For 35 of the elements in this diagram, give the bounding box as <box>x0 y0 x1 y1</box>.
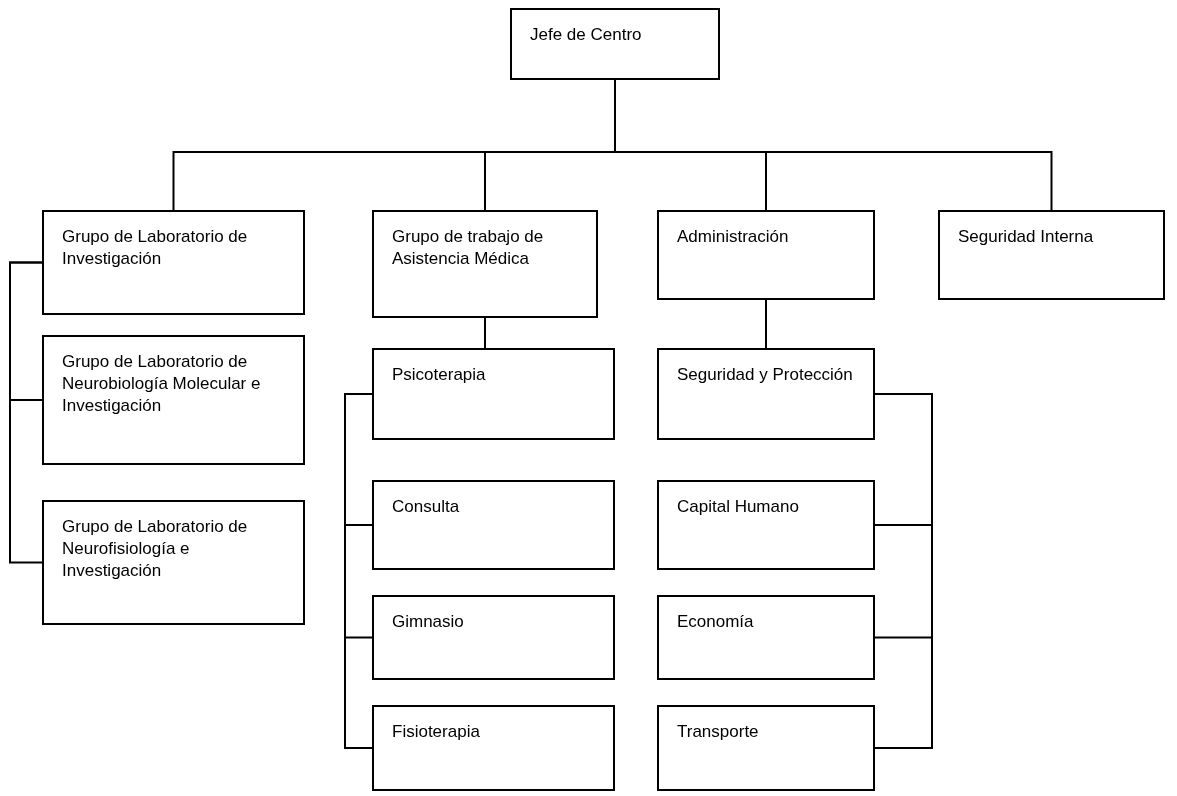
org-box <box>657 210 875 300</box>
unit-name: Seguridad Interna <box>958 226 1095 248</box>
org-box <box>372 595 615 680</box>
connector-line <box>484 317 486 349</box>
unit-name: Grupo de trabajo de Asistencia Médica <box>392 226 545 271</box>
unit-name: Grupo de Laboratorio de Neurofisiología e Investigación <box>62 516 249 583</box>
unit-name: Grupo de Laboratorio de Investigación <box>62 226 249 271</box>
unit-name: Fisioterapia <box>392 721 481 743</box>
unit-name: Consulta <box>392 496 461 518</box>
org-box <box>510 8 720 80</box>
unit-name: Seguridad y Protección <box>677 364 854 386</box>
org-box <box>372 705 615 791</box>
org-box <box>42 500 305 625</box>
org-box <box>372 348 615 440</box>
connector-line <box>9 261 43 564</box>
unit-name: Capital Humano <box>677 496 800 518</box>
org-box <box>372 480 615 570</box>
connector-line <box>765 299 767 349</box>
unit-name: Administración <box>677 226 790 248</box>
org-box <box>42 210 305 315</box>
org-box <box>938 210 1165 300</box>
org-box <box>657 480 875 570</box>
unit-name: Gimnasio <box>392 611 465 633</box>
unit-name: Economía <box>677 611 755 633</box>
org-box <box>657 705 875 791</box>
connector-line <box>874 393 933 749</box>
org-box <box>42 335 305 465</box>
unit-name: Transporte <box>677 721 760 743</box>
org-box <box>372 210 598 318</box>
org-box <box>657 348 875 440</box>
unit-name: Grupo de Laboratorio de Neurobiología Molecular e Investigación <box>62 351 262 418</box>
unit-name: Jefe de Centro <box>530 24 643 46</box>
unit-name: Psicoterapia <box>392 364 487 386</box>
connector-line <box>344 393 373 749</box>
org-box <box>657 595 875 680</box>
